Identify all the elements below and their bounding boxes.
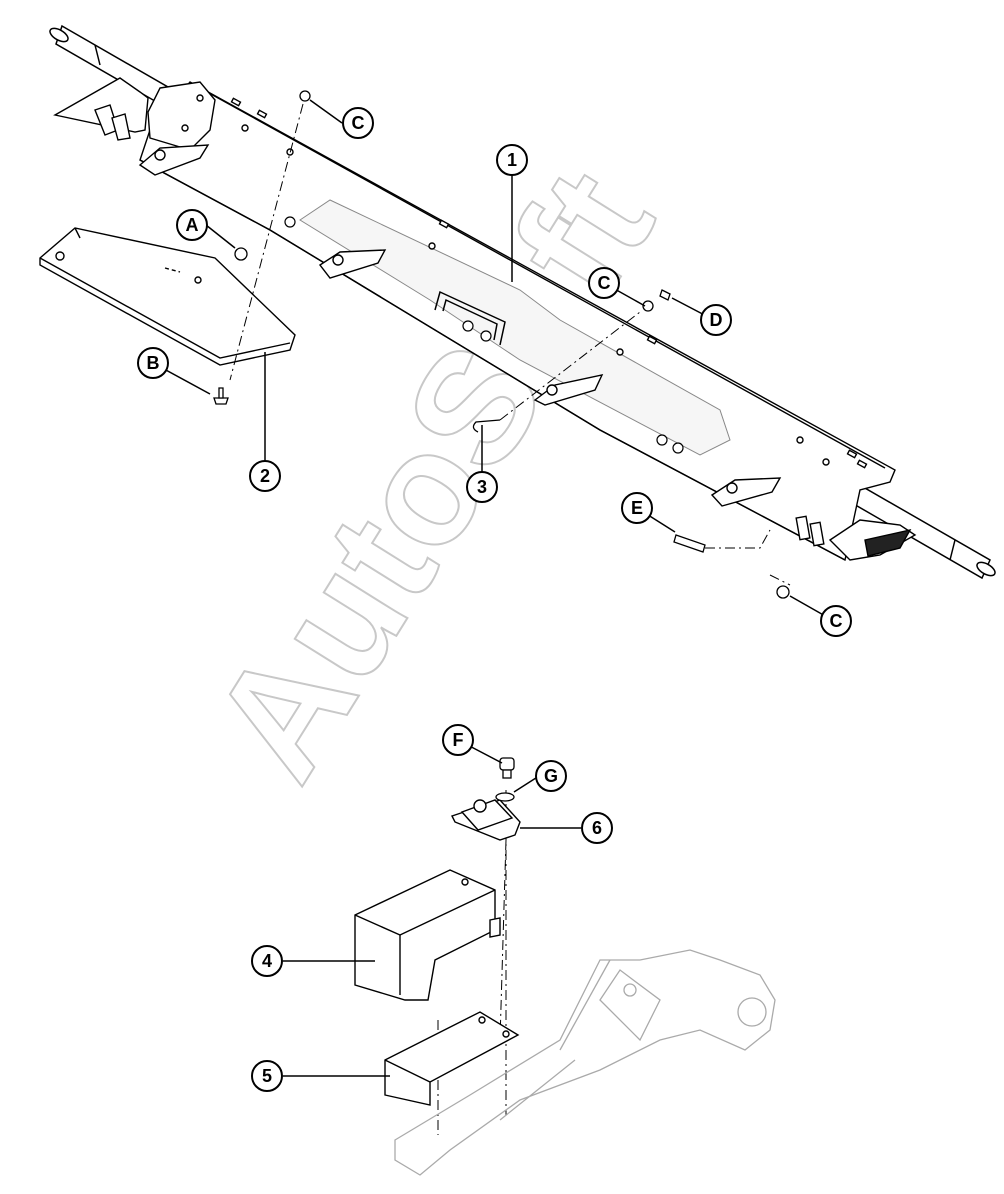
part-5-bracket — [384, 1011, 520, 1106]
part-2-plate — [39, 227, 296, 366]
hinges — [138, 144, 782, 507]
svg-text:4: 4 — [262, 951, 272, 971]
svg-text:C: C — [598, 273, 611, 293]
callout-c-mid: C — [588, 267, 620, 299]
hardware — [213, 90, 790, 599]
svg-text:6: 6 — [592, 818, 602, 838]
svg-text:5: 5 — [262, 1066, 272, 1086]
callout-5: 5 — [251, 1060, 283, 1092]
callout-b: B — [137, 347, 169, 379]
part-g-washer — [495, 792, 515, 802]
callout-e: E — [621, 492, 653, 524]
svg-text:C: C — [830, 611, 843, 631]
callout-3: 3 — [466, 471, 498, 503]
callout-f: F — [442, 724, 474, 756]
left-end-bracket — [53, 77, 216, 151]
part-6-clamp — [451, 799, 521, 841]
svg-text:3: 3 — [477, 477, 487, 497]
svg-text:A: A — [186, 215, 199, 235]
part-e-bolt — [673, 534, 706, 553]
callout-4: 4 — [251, 945, 283, 977]
nut-c-top — [299, 90, 311, 102]
part-f-bolt — [499, 757, 515, 779]
svg-text:B: B — [147, 353, 160, 373]
callout-c-low: C — [820, 605, 852, 637]
callout-d: D — [700, 304, 732, 336]
callout-g: G — [535, 760, 567, 792]
svg-text:E: E — [631, 498, 643, 518]
svg-text:F: F — [453, 730, 464, 750]
part-a-nut — [234, 247, 248, 261]
callout-a: A — [176, 209, 208, 241]
callout-badges: C 1 A B 2 C D 3 E C F G 6 4 5 — [137, 107, 852, 1092]
svg-text:1: 1 — [507, 150, 517, 170]
svg-text:2: 2 — [260, 466, 270, 486]
callout-2: 2 — [249, 460, 281, 492]
part-3-pin — [472, 419, 501, 433]
part-1-shield — [139, 81, 896, 562]
nut-c-low — [776, 585, 790, 599]
handle — [434, 290, 506, 346]
part-4-cover — [354, 869, 501, 1001]
right-end-bracket — [795, 515, 917, 561]
ghost-arm — [394, 949, 776, 1176]
nut-c-mid — [642, 300, 654, 312]
assembly-lines — [229, 103, 791, 1135]
part-b-bolt — [213, 397, 229, 405]
callout-6: 6 — [581, 812, 613, 844]
callout-1: 1 — [496, 144, 528, 176]
part-d-bolt — [659, 289, 671, 301]
svg-text:D: D — [710, 310, 723, 330]
svg-text:G: G — [544, 766, 558, 786]
svg-text:C: C — [352, 113, 365, 133]
callout-c-top: C — [342, 107, 374, 139]
